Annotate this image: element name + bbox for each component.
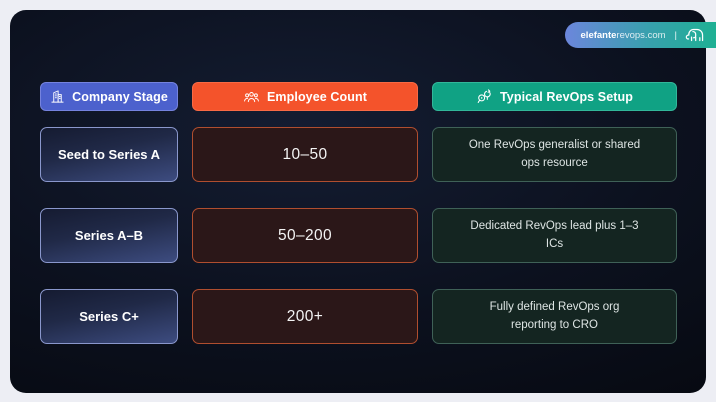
count-value: 50–200 (277, 226, 333, 244)
header-employee-count: Employee Count (192, 82, 418, 111)
count-cell: 50–200 (192, 208, 418, 263)
stage-cell: Series C+ (40, 289, 178, 344)
stage-label: Series A–B (74, 228, 144, 243)
setup-text: One RevOps generalist or shared ops reso… (468, 139, 641, 169)
revops-table: Company Stage Employee Count (40, 82, 677, 370)
elephant-icon (684, 26, 706, 44)
process-icon (476, 88, 493, 105)
setup-text: Dedicated RevOps lead plus 1–3 ICs (470, 220, 639, 250)
building-icon (50, 89, 65, 104)
header-label: Typical RevOps Setup (499, 89, 634, 104)
brand-name-domain: revops.com (616, 29, 666, 41)
brand-separator: | (674, 29, 677, 41)
table-header-row: Company Stage Employee Count (40, 82, 677, 111)
brand-name: elefanterevops.com (581, 30, 666, 41)
table-row: Series A–B 50–200 Dedicated RevOps lead … (40, 208, 677, 263)
setup-cell: One RevOps generalist or shared ops reso… (432, 127, 677, 182)
brand-name-bold: elefante (580, 29, 617, 41)
header-label: Company Stage (72, 89, 168, 104)
header-company-stage: Company Stage (40, 82, 178, 111)
setup-cell: Fully defined RevOps org reporting to CR… (432, 289, 677, 344)
setup-text: Fully defined RevOps org reporting to CR… (489, 301, 620, 331)
stage-label: Series C+ (79, 309, 139, 324)
stage-cell: Seed to Series A (40, 127, 178, 182)
people-icon (243, 89, 260, 105)
table-row: Series C+ 200+ Fully defined RevOps org … (40, 289, 677, 344)
header-typical-revops-setup: Typical RevOps Setup (432, 82, 677, 111)
brand-badge[interactable]: elefanterevops.com | (564, 22, 716, 48)
count-value: 10–50 (282, 145, 328, 163)
header-label: Employee Count (266, 89, 368, 104)
table-row: Seed to Series A 10–50 One RevOps genera… (40, 127, 677, 182)
stage-cell: Series A–B (40, 208, 178, 263)
count-value: 200+ (286, 307, 324, 325)
stage-label: Seed to Series A (57, 147, 161, 162)
count-cell: 10–50 (192, 127, 418, 182)
setup-cell: Dedicated RevOps lead plus 1–3 ICs (432, 208, 677, 263)
count-cell: 200+ (192, 289, 418, 344)
